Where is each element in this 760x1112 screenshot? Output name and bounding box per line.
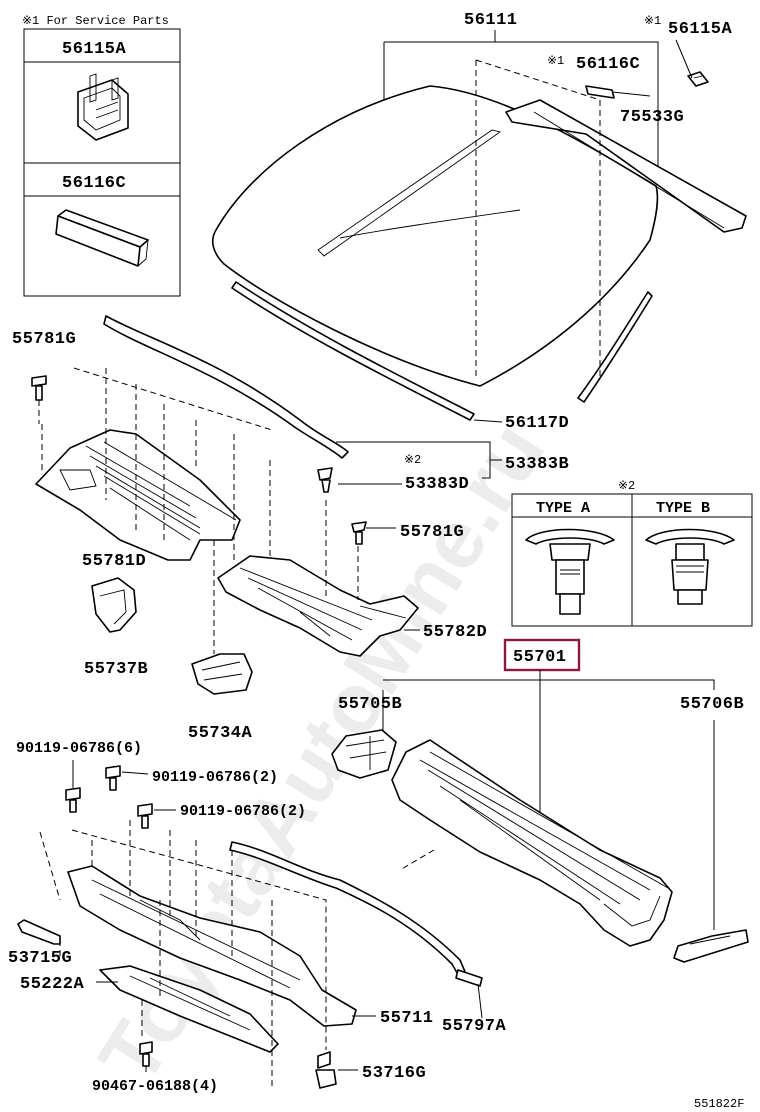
label-90119-06786-2a[interactable]: 90119-06786(2) xyxy=(152,769,278,786)
clip-part-icon xyxy=(77,73,129,141)
label-55781g-top[interactable]: 55781G xyxy=(12,330,76,349)
pad-56116c xyxy=(585,85,615,99)
label-56117d[interactable]: 56117D xyxy=(505,414,569,433)
type-a-label: TYPE A xyxy=(536,500,590,517)
label-55711[interactable]: 55711 xyxy=(380,1009,434,1028)
label-55705b[interactable]: 55705B xyxy=(338,695,402,714)
clip-type-b-icon xyxy=(645,528,735,605)
label-55701[interactable]: 55701 xyxy=(513,648,567,667)
label-75533g[interactable]: 75533G xyxy=(620,108,684,127)
label-55797a[interactable]: 55797A xyxy=(442,1017,507,1036)
hose-55797a xyxy=(229,841,483,987)
label-53715g[interactable]: 53715G xyxy=(8,949,72,968)
bolt-90119-2b xyxy=(137,803,153,829)
clip-56115a xyxy=(687,71,709,87)
clip-55781g-top xyxy=(31,375,47,401)
seal-53383b xyxy=(103,315,349,459)
clip-55781g-mid xyxy=(351,521,367,545)
label-55222a[interactable]: 55222A xyxy=(20,975,85,994)
label-56115a[interactable]: 56115A xyxy=(668,20,733,39)
diagram-code: 551822F xyxy=(694,1097,744,1111)
cover-55222a xyxy=(99,965,279,1053)
bolt-90119-6 xyxy=(65,787,81,813)
label-55782d[interactable]: 55782D xyxy=(423,623,487,642)
clip-type-a-icon xyxy=(525,528,615,615)
label-90119-06786-6[interactable]: 90119-06786(6) xyxy=(16,740,142,757)
label-90119-06786-2b[interactable]: 90119-06786(2) xyxy=(180,803,306,820)
mark1-b: ※1 xyxy=(547,54,564,68)
highlight-box-55701 xyxy=(503,638,581,672)
label-90467-06188-4[interactable]: 90467-06188(4) xyxy=(92,1078,218,1095)
mark2-typebox: ※2 xyxy=(618,479,635,493)
wire-53716g xyxy=(315,1051,337,1089)
mark2-a: ※2 xyxy=(404,453,421,467)
louver-55781d xyxy=(35,429,241,561)
clip-53383d xyxy=(317,467,333,493)
service-parts-note: ※1 For Service Parts xyxy=(22,14,169,28)
bracket-55705b xyxy=(331,729,397,779)
label-55734a[interactable]: 55734A xyxy=(188,724,253,743)
label-55781g-mid[interactable]: 55781G xyxy=(400,523,464,542)
seal-55737b xyxy=(91,577,137,633)
label-55737b[interactable]: 55737B xyxy=(84,660,148,679)
label-53383b[interactable]: 53383B xyxy=(505,455,569,474)
windshield-glass xyxy=(211,85,659,387)
molding-75533g xyxy=(505,99,747,233)
mark1-a: ※1 xyxy=(644,14,661,28)
bolt-90119-2a xyxy=(105,765,121,791)
label-56116c[interactable]: 56116C xyxy=(576,55,640,74)
louver-55782d xyxy=(217,555,419,657)
seal-55734a xyxy=(191,653,253,695)
wire-53715g xyxy=(17,919,61,945)
clip-type-box xyxy=(511,493,753,627)
service-part-label-56116c[interactable]: 56116C xyxy=(62,174,126,193)
cowl-panel-55701 xyxy=(391,739,673,947)
service-part-label-56115a[interactable]: 56115A xyxy=(62,40,127,59)
molding-56117d xyxy=(231,281,653,421)
bracket-55706b xyxy=(673,929,749,963)
label-53716g[interactable]: 53716G xyxy=(362,1064,426,1083)
label-55781d[interactable]: 55781D xyxy=(82,552,146,571)
service-parts-box xyxy=(23,28,181,297)
type-b-label: TYPE B xyxy=(656,500,710,517)
clip-90467 xyxy=(139,1041,153,1067)
label-53383d[interactable]: 53383D xyxy=(405,475,469,494)
label-56111[interactable]: 56111 xyxy=(464,11,518,30)
label-55706b[interactable]: 55706B xyxy=(680,695,744,714)
pad-part-icon xyxy=(55,209,149,267)
